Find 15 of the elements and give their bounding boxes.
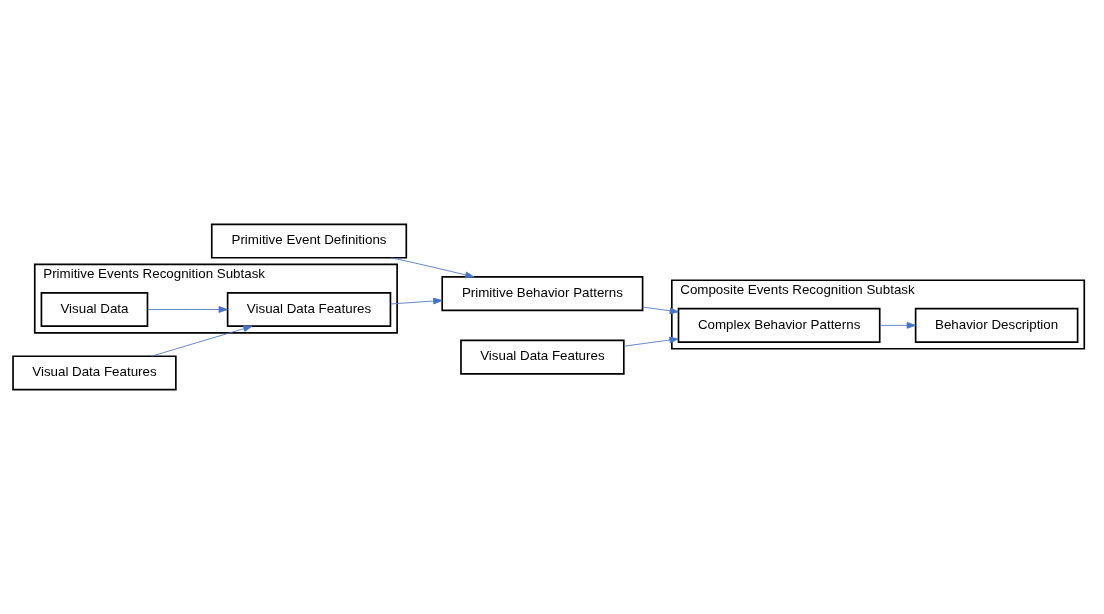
node-box: Behavior Description [914, 307, 1079, 343]
node-box: Primitive Behavior Patterns [441, 276, 644, 312]
node-box: Visual Data Features [226, 291, 392, 328]
node-box: Visual Data Features [460, 339, 625, 375]
node-box: Visual Data Features [12, 355, 177, 391]
node-box: Primitive Event Definitions [210, 223, 408, 259]
arrow [879, 322, 916, 329]
arrow [642, 306, 679, 315]
node-box: Complex Behavior Patterns [677, 307, 881, 343]
arrow [151, 325, 253, 357]
arrow [390, 297, 443, 305]
arrow [623, 336, 679, 347]
node-box: Visual Data [40, 291, 149, 328]
arrow [147, 306, 228, 313]
arrow [390, 257, 475, 279]
